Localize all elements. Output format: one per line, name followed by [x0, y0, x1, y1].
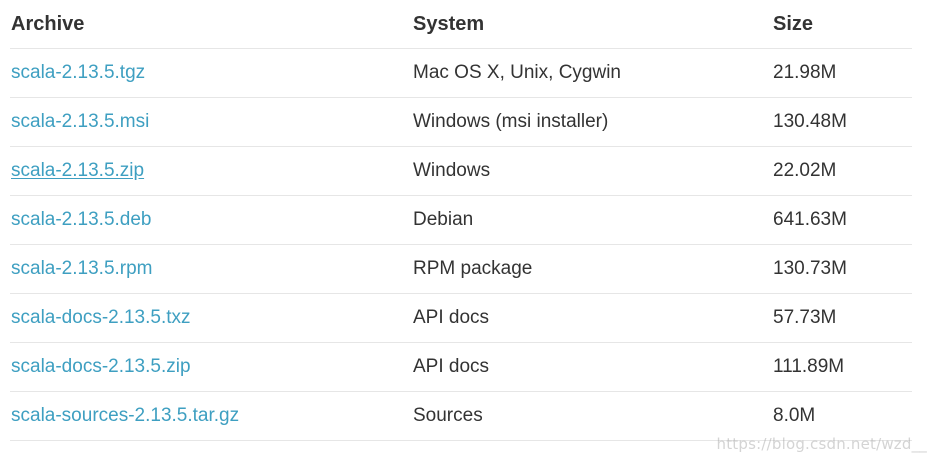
size-cell: 130.48M — [771, 98, 912, 147]
size-cell: 22.02M — [771, 147, 912, 196]
size-cell: 111.89M — [771, 343, 912, 392]
archive-cell: scala-2.13.5.tgz — [10, 49, 411, 98]
archive-cell: scala-2.13.5.msi — [10, 98, 411, 147]
table-row: scala-docs-2.13.5.txz API docs 57.73M — [10, 294, 912, 343]
table-row: scala-docs-2.13.5.zip API docs 111.89M — [10, 343, 912, 392]
download-link-docs-zip[interactable]: scala-docs-2.13.5.zip — [11, 356, 191, 377]
table-row: scala-2.13.5.msi Windows (msi installer)… — [10, 98, 912, 147]
download-link-rpm[interactable]: scala-2.13.5.rpm — [11, 258, 153, 279]
size-cell: 57.73M — [771, 294, 912, 343]
table-row: scala-2.13.5.deb Debian 641.63M — [10, 196, 912, 245]
watermark-text: https://blog.csdn.net/wzd__ — [716, 435, 927, 453]
table-header-row: Archive System Size — [10, 0, 912, 49]
table-row: scala-sources-2.13.5.tar.gz Sources 8.0M — [10, 392, 912, 441]
system-cell: Windows — [411, 147, 771, 196]
archive-cell: scala-docs-2.13.5.zip — [10, 343, 411, 392]
system-cell: Windows (msi installer) — [411, 98, 771, 147]
header-archive: Archive — [10, 0, 411, 49]
system-cell: Mac OS X, Unix, Cygwin — [411, 49, 771, 98]
download-link-tgz[interactable]: scala-2.13.5.tgz — [11, 62, 146, 83]
size-cell: 130.73M — [771, 245, 912, 294]
download-link-deb[interactable]: scala-2.13.5.deb — [11, 209, 152, 230]
size-cell: 21.98M — [771, 49, 912, 98]
system-cell: RPM package — [411, 245, 771, 294]
download-link-zip[interactable]: scala-2.13.5.zip — [11, 160, 145, 181]
archive-cell: scala-sources-2.13.5.tar.gz — [10, 392, 411, 441]
header-size: Size — [771, 0, 912, 49]
archive-cell: scala-docs-2.13.5.txz — [10, 294, 411, 343]
archive-cell: scala-2.13.5.deb — [10, 196, 411, 245]
table-row: scala-2.13.5.rpm RPM package 130.73M — [10, 245, 912, 294]
table-row: scala-2.13.5.tgz Mac OS X, Unix, Cygwin … — [10, 49, 912, 98]
download-link-sources[interactable]: scala-sources-2.13.5.tar.gz — [11, 405, 240, 426]
archive-cell: scala-2.13.5.zip — [10, 147, 411, 196]
size-cell: 8.0M — [771, 392, 912, 441]
system-cell: API docs — [411, 294, 771, 343]
table-row: scala-2.13.5.zip Windows 22.02M — [10, 147, 912, 196]
archive-cell: scala-2.13.5.rpm — [10, 245, 411, 294]
system-cell: API docs — [411, 343, 771, 392]
download-link-docs-txz[interactable]: scala-docs-2.13.5.txz — [11, 307, 191, 328]
system-cell: Sources — [411, 392, 771, 441]
download-link-msi[interactable]: scala-2.13.5.msi — [11, 111, 150, 132]
size-cell: 641.63M — [771, 196, 912, 245]
header-system: System — [411, 0, 771, 49]
downloads-table: Archive System Size scala-2.13.5.tgz Mac… — [10, 0, 912, 441]
system-cell: Debian — [411, 196, 771, 245]
